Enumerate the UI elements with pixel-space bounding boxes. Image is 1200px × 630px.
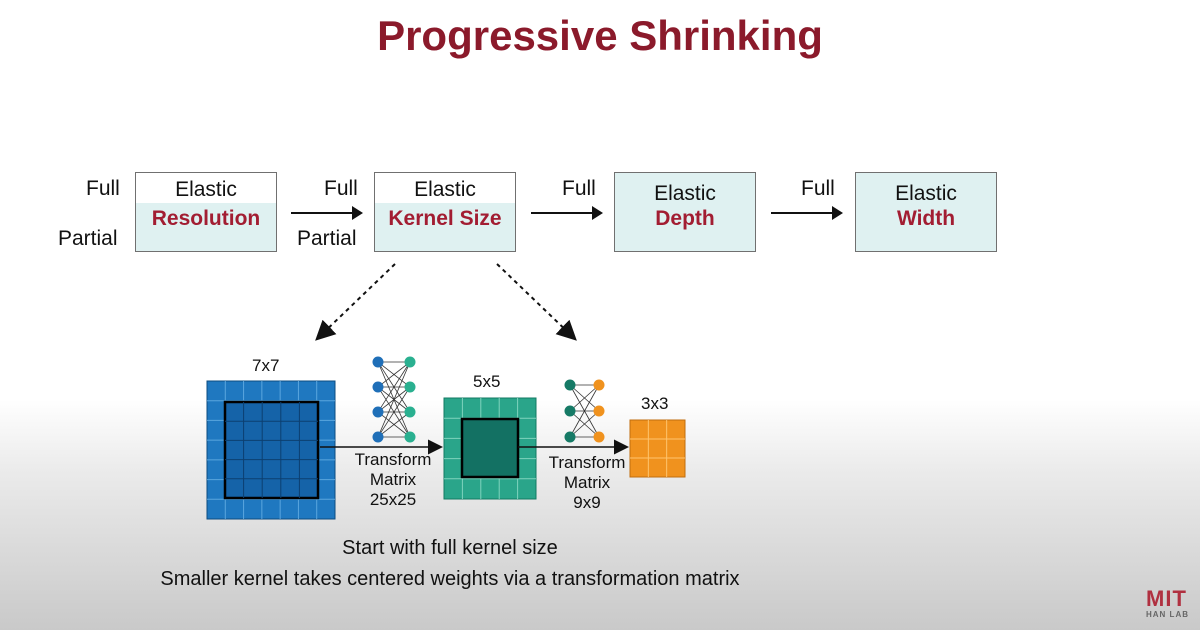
dotted-arrow-left <box>315 263 396 341</box>
kernel-5x5-grid <box>443 397 537 500</box>
label-full-1: Full <box>86 177 120 200</box>
label-full-3: Full <box>562 177 596 200</box>
stage-elastic-resolution: Elastic Resolution <box>135 172 277 252</box>
arrow-3 <box>771 206 843 220</box>
kernel-5x5-label: 5x5 <box>473 372 501 391</box>
transform-2-line3: 9x9 <box>573 493 601 512</box>
arrow-2 <box>531 206 603 220</box>
kernel-7x7-label: 7x7 <box>252 356 280 375</box>
transform-caption-1: Transform Matrix 25x25 <box>345 450 441 510</box>
transform-caption-2: Transform Matrix 9x9 <box>539 453 635 513</box>
stage-elastic-depth: Elastic Depth <box>614 172 756 252</box>
transform-network-icon-2 <box>564 379 605 443</box>
stage-top-label: Elastic <box>414 178 476 201</box>
kernel-5x5-center <box>460 417 520 479</box>
stage-bottom-label: Resolution <box>136 203 276 251</box>
kernel-3x3-label: 3x3 <box>641 394 669 413</box>
kernel-7x7-grid <box>206 380 336 520</box>
label-partial-1: Partial <box>58 227 118 250</box>
footer-line-2: Smaller kernel takes centered weights vi… <box>160 568 740 590</box>
kernel-7x7-center <box>223 400 320 500</box>
stage-bottom-label: Depth <box>615 205 755 251</box>
transform-1-line1: Transform <box>354 450 432 469</box>
stage-bottom-label: Kernel Size <box>375 203 515 251</box>
footer-line-1: Start with full kernel size <box>342 537 558 559</box>
kernel-3x3-grid <box>629 419 686 478</box>
transform-2-line1: Transform <box>548 453 626 472</box>
dotted-arrow-right <box>496 263 577 341</box>
transform-2-line2: Matrix <box>563 473 611 492</box>
stage-top-label: Elastic <box>654 182 716 205</box>
mit-han-lab-logo: MIT HAN LAB <box>1146 586 1189 620</box>
label-full-4: Full <box>801 177 835 200</box>
transform-network-icon-1 <box>372 356 416 443</box>
stage-top-label: Elastic <box>895 182 957 205</box>
transform-1-line2: Matrix <box>369 470 417 489</box>
slide-title: Progressive Shrinking <box>377 12 823 59</box>
transform-1-line3: 25x25 <box>369 490 417 509</box>
stage-top-label: Elastic <box>175 178 237 201</box>
stage-elastic-width: Elastic Width <box>855 172 997 252</box>
label-partial-2: Partial <box>297 227 357 250</box>
arrow-1 <box>291 206 363 220</box>
logo-mark: MIT <box>1146 586 1187 611</box>
stage-elastic-kernel-size: Elastic Kernel Size <box>374 172 516 252</box>
logo-lab-text: HAN LAB <box>1146 610 1189 619</box>
label-full-2: Full <box>324 177 358 200</box>
stage-bottom-label: Width <box>856 205 996 251</box>
